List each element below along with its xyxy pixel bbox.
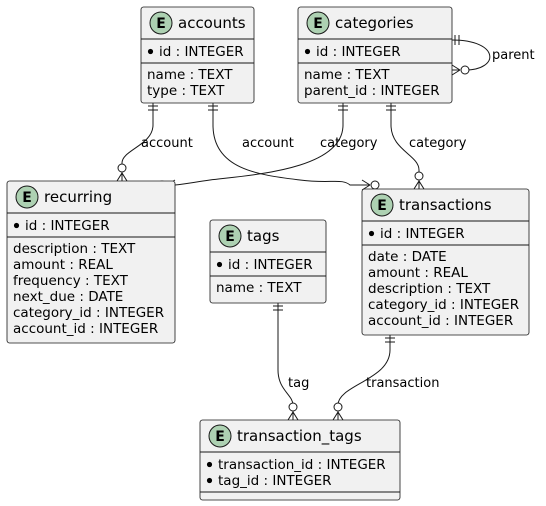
entity-title: transaction_tags [237,427,362,446]
entity-badge-letter: E [156,16,166,32]
entity-attribute: date : DATE [368,249,447,265]
entity-attribute: category_id : INTEGER [368,297,519,313]
relationship-label: account [242,136,294,151]
entity-attribute: name : TEXT [216,280,302,296]
cardinality-zero-or-many-marker [413,171,425,190]
entity-badge-icon: E [149,11,173,35]
key-attribute: id : INTEGER [25,218,110,234]
relationship-line [451,39,491,71]
cardinality-one-marker [338,105,348,111]
relationship-tags-transaction_tags: tag [273,303,309,421]
entity-badge-letter: E [215,429,225,445]
key-bullet-icon [216,261,223,268]
key-bullet-icon [368,230,375,237]
entity-attribute: amount : REAL [368,265,468,281]
entity-attribute: name : TEXT [304,67,390,83]
relationship-line [390,103,420,189]
key-attribute: id : INTEGER [228,257,313,273]
entity-badge-letter: E [225,229,235,245]
entity-badge-letter: E [22,190,32,206]
cardinality-zero-or-many-marker [287,402,299,421]
relationship-line [337,335,391,420]
entity-title: recurring [44,188,112,206]
cardinality-one-marker [454,35,460,45]
entity-attribute: frequency : TEXT [13,273,129,289]
entity-attribute: parent_id : INTEGER [304,83,440,99]
key-attribute: id : INTEGER [316,44,401,60]
relationship-categories-transactions: category [386,103,467,190]
key-bullet-icon [147,48,154,55]
cardinality-one-marker [208,105,218,111]
cardinality-zero-or-many-marker [361,179,380,191]
relationship-label: transaction [366,376,439,391]
entity-badge-icon: E [370,193,394,217]
entity-badge-icon: E [208,424,232,448]
cardinality-zero-or-many-marker [451,64,470,76]
entity-title: tags [247,227,280,245]
entity-box [297,6,453,104]
entity-attribute: amount : REAL [13,257,113,273]
relationship-label: account [141,136,193,151]
entity-box [6,180,176,344]
entity-box [361,188,530,336]
relationship-line [277,303,294,420]
relationship-line [212,103,362,186]
key-bullet-icon [206,477,213,484]
entity-attribute: next_due : DATE [13,289,123,305]
entity-badge-letter: E [377,198,387,214]
entity-badge-icon: E [306,11,330,35]
entity-attribute: name : TEXT [147,67,233,83]
entity-title: categories [335,14,414,32]
relationship-accounts-transactions: account [208,103,380,191]
cardinality-one-marker [386,105,396,111]
entity-attribute: description : TEXT [13,241,136,257]
key-bullet-icon [13,222,20,229]
key-bullet-icon [206,461,213,468]
entity-badge-letter: E [313,16,323,32]
key-attribute: transaction_id : INTEGER [218,457,386,473]
entity-attribute: type : TEXT [147,83,225,99]
entity-badge-icon: E [218,224,242,248]
entity-attribute: account_id : INTEGER [13,321,158,337]
relationship-label: parent [492,48,535,63]
entity-box [199,419,401,501]
relationship-transactions-transaction_tags: transaction [332,335,439,421]
key-attribute: id : INTEGER [159,44,244,60]
entity-title: transactions [399,196,492,214]
entity-badge-icon: E [15,185,39,209]
entity-title: accounts [178,14,246,32]
relationship-line [121,103,154,181]
relationship-label: category [320,136,378,151]
cardinality-zero-or-many-marker [116,163,128,182]
relationship-accounts-recurring: account [116,103,193,182]
cardinality-one-marker [148,105,158,111]
entity-attribute: account_id : INTEGER [368,313,513,329]
relationship-line [174,103,344,186]
key-attribute: id : INTEGER [380,226,465,242]
relationship-label: tag [288,376,309,391]
cardinality-one-marker [385,337,395,343]
relationship-label: category [409,136,467,151]
key-attribute: tag_id : INTEGER [218,473,332,489]
cardinality-one-marker [273,305,283,311]
relationship-categories-categories: parent [451,35,535,76]
cardinality-zero-or-many-marker [332,402,344,421]
entity-attribute: description : TEXT [368,281,491,297]
entity-attribute: category_id : INTEGER [13,305,164,321]
key-bullet-icon [304,48,311,55]
